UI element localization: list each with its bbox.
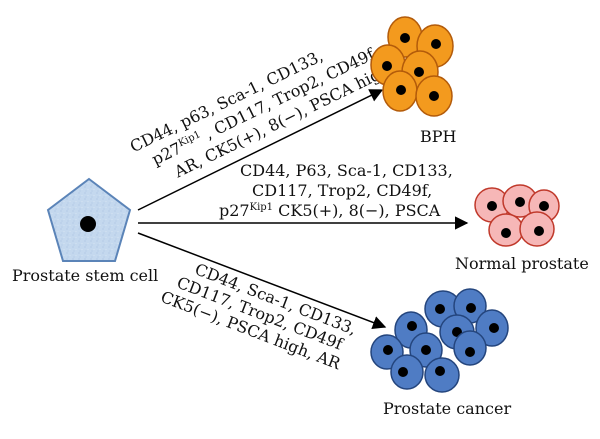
cancer-markers: CD44, Sca-1, CD133, CD117, Trop2, CD49f … bbox=[158, 259, 359, 373]
cancer-cell bbox=[390, 354, 424, 390]
stem-cell-nucleus bbox=[80, 216, 96, 232]
normal-prostate-label: Normal prostate bbox=[455, 254, 589, 273]
prostate-cancer-label: Prostate cancer bbox=[383, 399, 511, 418]
cancer-cell bbox=[409, 332, 443, 368]
normal-cell bbox=[474, 187, 510, 223]
bph-label: BPH bbox=[420, 127, 457, 146]
stem-cell-label: Prostate stem cell bbox=[12, 266, 158, 285]
normal-cell bbox=[488, 213, 524, 247]
bph-marker-line2: p27Kip1 , CD117, Trop2, CD49f, bbox=[149, 43, 382, 169]
normal-marker-line2: CD117, Trop2, CD49f, bbox=[252, 181, 432, 200]
arrow-to-bph bbox=[137, 89, 384, 211]
normal-cell-cluster bbox=[474, 184, 560, 247]
cancer-cell bbox=[475, 309, 509, 347]
cancer-cell bbox=[453, 330, 487, 366]
cancer-cell bbox=[424, 357, 460, 393]
normal-cell bbox=[519, 211, 555, 247]
arrow-to-cancer bbox=[137, 232, 387, 329]
stem-cell-icon bbox=[46, 177, 132, 262]
cancer-cell-cluster bbox=[370, 288, 509, 393]
bph-cell bbox=[382, 70, 418, 112]
normal-marker-line3: p27Kip1 CK5(+), 8(−), PSCA bbox=[219, 201, 441, 220]
cancer-cell bbox=[453, 288, 487, 324]
normal-marker-line1: CD44, P63, Sca-1, CD133, bbox=[240, 161, 453, 180]
bph-cell bbox=[415, 75, 453, 117]
bph-cell-cluster bbox=[370, 16, 454, 117]
